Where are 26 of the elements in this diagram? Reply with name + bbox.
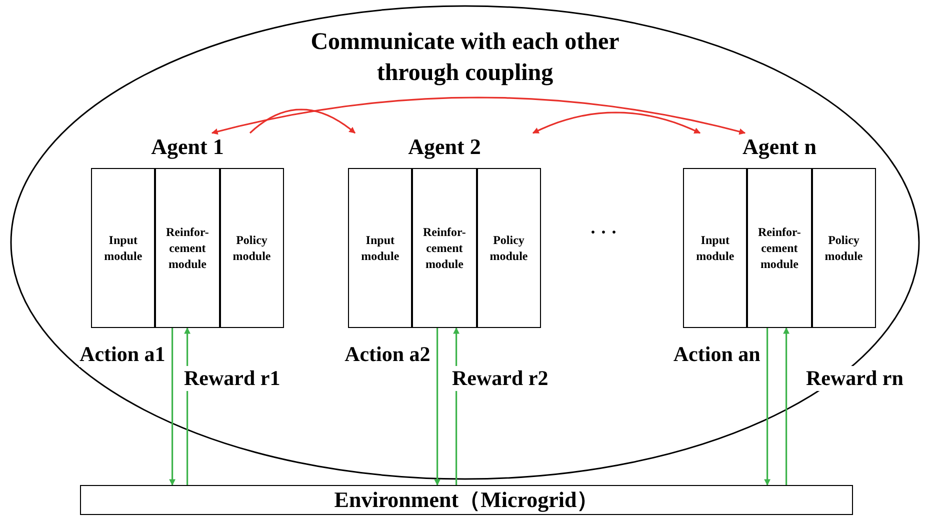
arrow bbox=[434, 328, 440, 486]
agents-ellipse bbox=[10, 5, 920, 480]
agent-heading: Agent 2 bbox=[407, 133, 482, 161]
ellipse-heading: Communicate with each other through coupling bbox=[310, 28, 620, 88]
module-box: Policy module bbox=[812, 168, 876, 328]
edge-label: Reward rn bbox=[805, 366, 904, 391]
arrow bbox=[764, 328, 770, 486]
environment-bar: Environment（Microgrid） bbox=[80, 485, 853, 515]
agent-heading: Agent 1 bbox=[150, 133, 225, 161]
edge-label: Reward r2 bbox=[451, 366, 550, 391]
arrow bbox=[211, 96, 746, 135]
arrow bbox=[169, 328, 176, 486]
arrow bbox=[249, 108, 356, 134]
arrow bbox=[783, 327, 790, 485]
arrow bbox=[532, 112, 701, 134]
agent-heading: Agent n bbox=[742, 133, 818, 161]
module-box: Reinfor- cement module bbox=[155, 168, 220, 328]
module-box: Input module bbox=[348, 168, 412, 328]
module-box: Input module bbox=[91, 168, 156, 328]
module-box: Input module bbox=[683, 168, 748, 328]
module-box: Reinfor- cement module bbox=[412, 168, 477, 328]
module-box: Policy module bbox=[476, 168, 541, 328]
module-box: Reinfor- cement module bbox=[747, 168, 812, 328]
ellipsis-text: · · · bbox=[590, 222, 618, 243]
module-box: Policy module bbox=[220, 168, 284, 328]
edge-label: Reward r1 bbox=[183, 366, 282, 391]
